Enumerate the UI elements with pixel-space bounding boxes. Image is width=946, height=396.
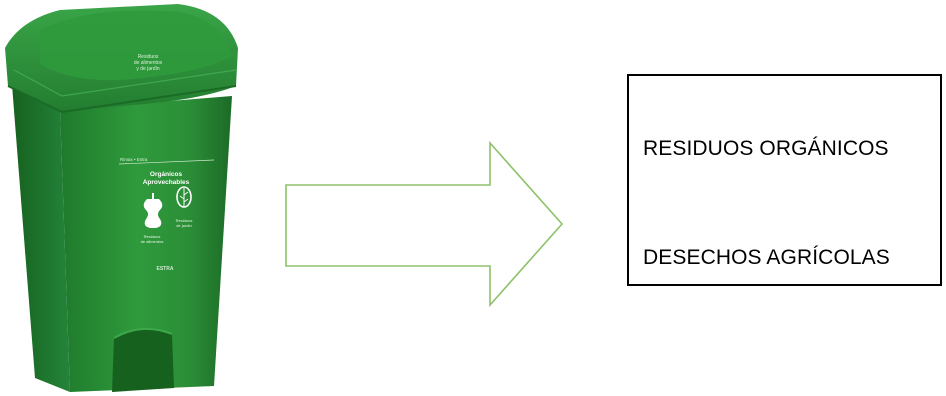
lid-text-line-3: y de jardín [136,66,160,72]
arrow-outline [285,140,564,308]
waste-category-box: RESIDUOS ORGÁNICOS DESECHOS AGRÍCOLAS [627,74,942,286]
leaf-icon [176,186,192,208]
brand-text: Rimax • Estra [120,157,148,162]
apple-core-icon [143,193,163,228]
bin-logo-text: ESTRA [157,266,174,272]
garden-caption-1: Residuos [176,218,193,223]
right-arrow-shape [280,140,570,310]
bin-front-face [60,96,232,392]
food-caption-2: de alimentos [141,239,164,244]
green-waste-bin-image: Residuos de alimentos y de jardín Rimax … [0,0,250,396]
garden-caption-2: de jardín [176,223,192,228]
label-agricultural-waste: DESECHOS AGRÍCOLAS [643,246,890,269]
lid-text-line-1: Residuos [138,54,159,60]
lid-text-line-2: de alimentos [134,60,163,66]
bin-pedal-recess [112,328,174,392]
label-organic-waste: RESIDUOS ORGÁNICOS [643,137,889,160]
category-title-1: Orgánicos [150,171,183,178]
category-title-2: Aprovechables [143,179,190,186]
bin-side-face [12,85,70,392]
food-caption-1: Residuos [144,234,161,239]
